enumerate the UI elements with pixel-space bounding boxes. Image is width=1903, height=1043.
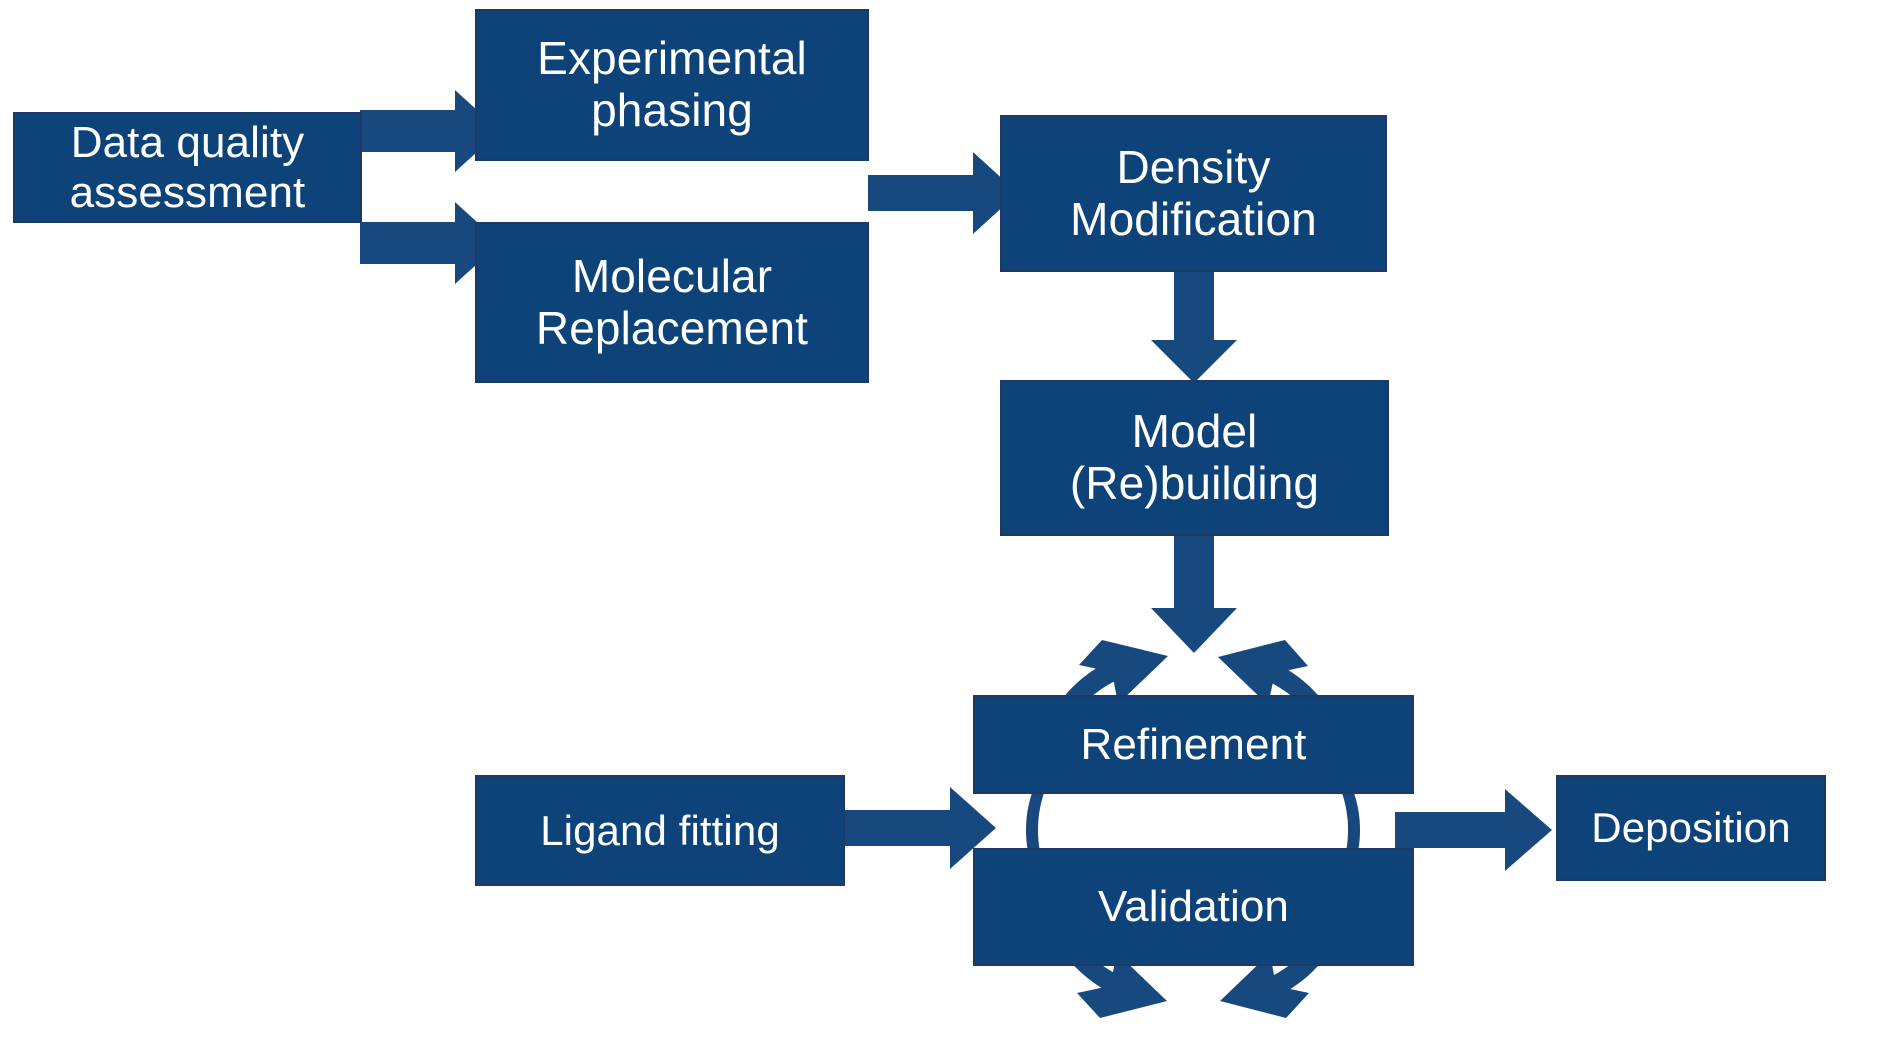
node-label: Model (Re)building: [1069, 405, 1320, 509]
node-label: Experimental phasing: [537, 32, 807, 136]
node-data-quality-assessment[interactable]: Data quality assessment: [13, 112, 362, 223]
arrow-cycle-to-deposition: [1395, 789, 1552, 871]
node-validation[interactable]: Validation: [973, 848, 1414, 966]
node-label: Molecular Replacement: [535, 249, 809, 354]
node-density-modification[interactable]: Density Modification: [1000, 115, 1387, 272]
node-refinement[interactable]: Refinement: [973, 695, 1414, 794]
node-deposition[interactable]: Deposition: [1556, 775, 1826, 881]
node-label: Ligand fitting: [540, 806, 780, 854]
node-model-rebuilding[interactable]: Model (Re)building: [1000, 380, 1389, 536]
node-label: Deposition: [1591, 804, 1791, 852]
node-label: Data quality assessment: [69, 118, 306, 217]
arrow-phasing-to-density-modification: [868, 152, 1018, 234]
node-molecular-replacement[interactable]: Molecular Replacement: [475, 222, 869, 383]
arrow-model-to-cycle: [1151, 536, 1237, 653]
node-experimental-phasing[interactable]: Experimental phasing: [475, 9, 869, 161]
node-label: Refinement: [1080, 719, 1307, 769]
node-label: Validation: [1098, 882, 1289, 932]
node-label: Density Modification: [1070, 140, 1317, 245]
arrow-density-to-model-rebuilding: [1151, 272, 1237, 383]
node-ligand-fitting[interactable]: Ligand fitting: [475, 775, 845, 886]
